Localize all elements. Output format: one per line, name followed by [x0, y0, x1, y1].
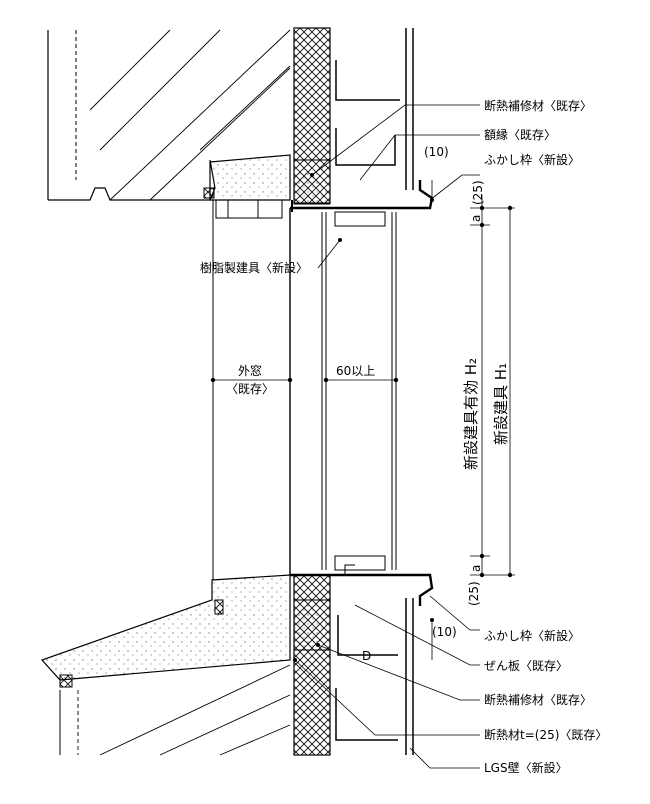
label-outer-window-1: 外窓 [238, 363, 262, 378]
label-insulation-repair-top: 断熱補修材〈既存〉 [484, 98, 592, 113]
label-insulation-material: 断熱材t=(25)〈既存〉 [484, 727, 607, 742]
label-effective-h2: 新設建具有効 H₂ [462, 358, 480, 470]
insulation-wall-column [293, 27, 331, 756]
label-lgs-wall: LGS壁〈新設〉 [484, 760, 568, 775]
label-outer-window-2: 〈既存〉 [226, 382, 274, 396]
label-dim-D: D [362, 649, 371, 663]
label-dim-a-top: a [469, 215, 483, 222]
label-furring-top: ふかし枠〈新設〉 [484, 152, 580, 167]
lower-furring-frame [290, 564, 434, 606]
resin-fitting-new [321, 211, 397, 571]
label-trim-frame: 額縁〈既存〉 [484, 127, 556, 142]
label-dim-10-top: (10) [424, 145, 449, 159]
dimension-lines [213, 180, 515, 660]
lower-exterior-wall [59, 664, 291, 756]
label-dim-25-top: (25) [471, 180, 485, 205]
label-fitting-h1: 新設建具 H₁ [492, 363, 510, 445]
label-gap-60: 60以上 [336, 364, 375, 378]
lgs-studs [335, 28, 414, 755]
label-dim-a-bottom: a [469, 565, 483, 572]
label-dim-25-bottom: (25) [467, 581, 481, 606]
label-resin-fitting: 樹脂製建具〈新設〉 [200, 260, 308, 275]
label-dim-10-bottom: (10) [432, 625, 457, 639]
label-furring-bottom: ふかし枠〈新設〉 [484, 628, 580, 643]
leader-lines [294, 104, 480, 769]
dimension-dots [210, 173, 513, 662]
label-window-board: ぜん板〈既存〉 [484, 659, 568, 673]
lower-concrete-sill [40, 574, 291, 688]
upper-concrete-lintel [203, 154, 291, 201]
label-insulation-repair-bottom: 断熱補修材〈既存〉 [484, 692, 592, 707]
outer-window-existing [212, 199, 290, 580]
